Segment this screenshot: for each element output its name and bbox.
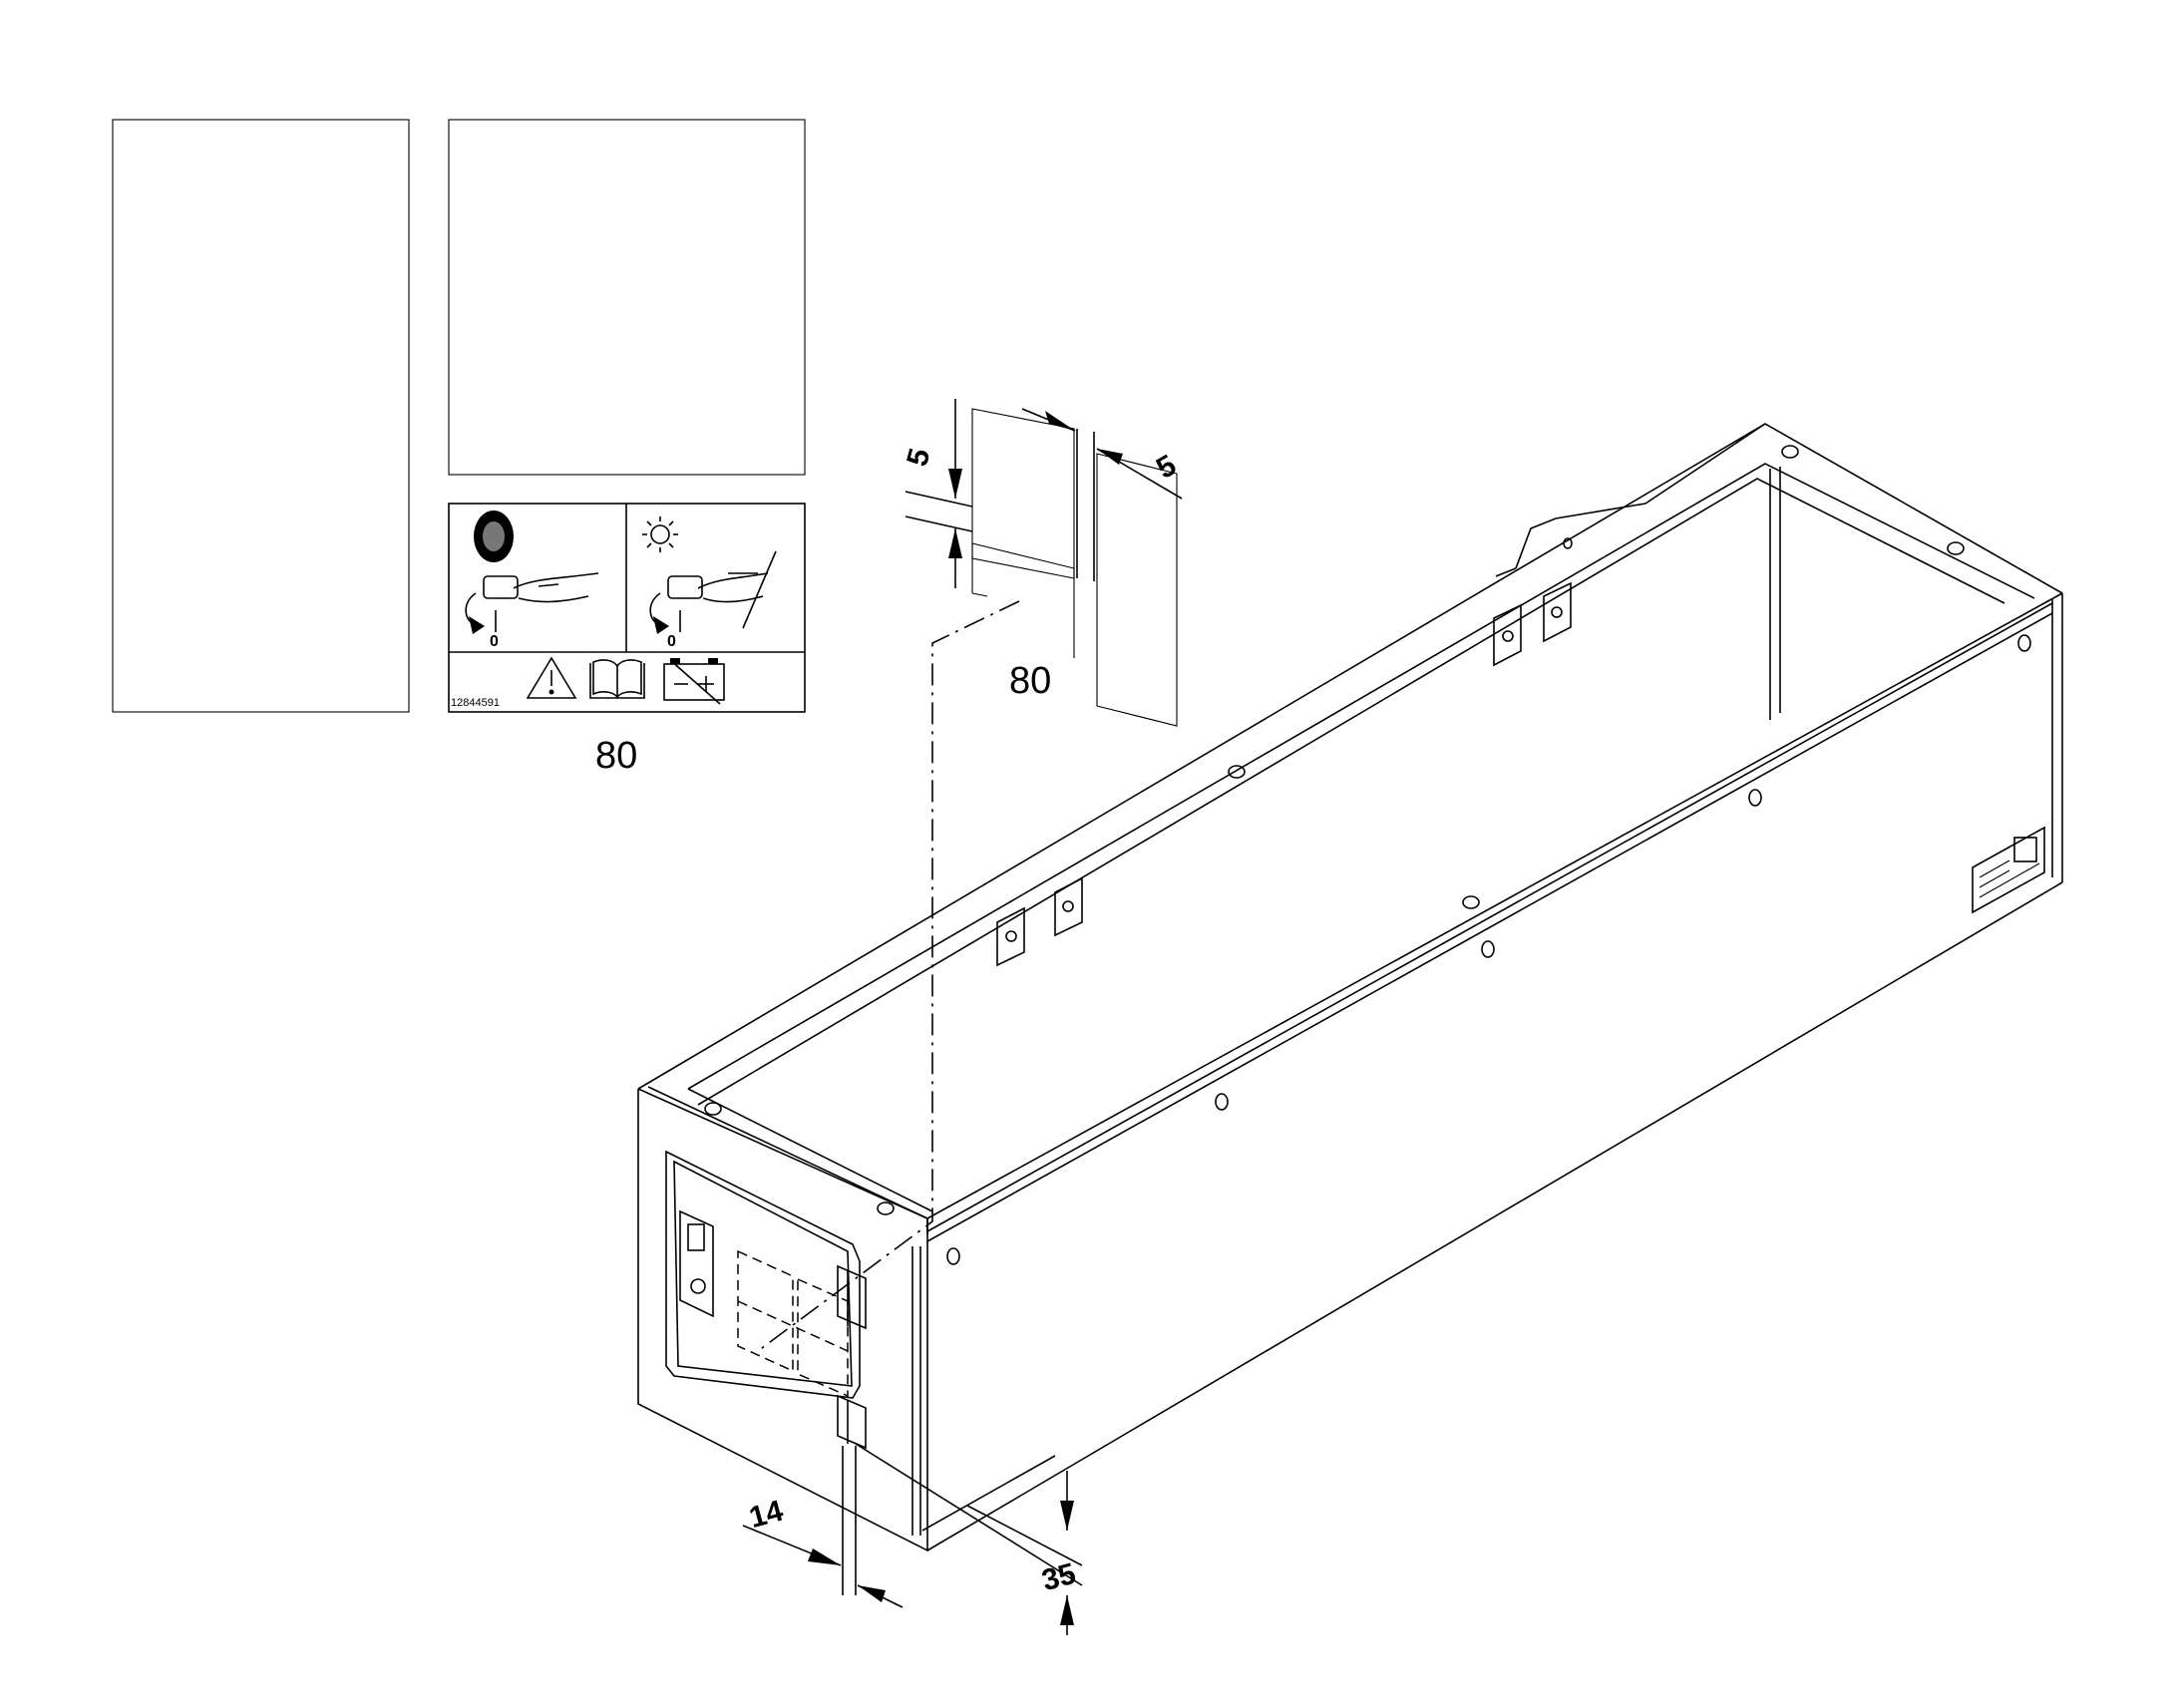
hand-turning-key-icon — [465, 572, 599, 634]
mounting-holes — [704, 445, 2031, 1265]
leader-line — [757, 600, 1020, 1352]
blank-decal-right — [448, 119, 806, 476]
part-number: 12844591 — [451, 697, 500, 709]
dim-hinge-offset: 14 — [746, 1495, 787, 1536]
open-book-icon — [589, 659, 645, 699]
cross-out-icon — [728, 550, 777, 629]
battery-disconnect-icon — [663, 658, 725, 705]
callout-decal: 80 — [595, 735, 637, 777]
mounting-brackets — [996, 581, 1572, 967]
dim-bottom-offset: 35 — [1038, 1557, 1079, 1598]
bottom-dimensions: 14 35 — [742, 1443, 1083, 1635]
warning-decal: 0 0 — [448, 503, 806, 713]
blank-decal-left — [112, 119, 410, 713]
emergency-stop-button-icon — [474, 511, 514, 562]
nameplate — [1972, 826, 2045, 914]
callout-position: 80 — [1009, 660, 1051, 702]
battery-box — [637, 423, 2063, 1552]
access-door — [665, 1150, 867, 1450]
lamp-icon — [642, 516, 678, 552]
lever-position-label-right: 0 — [667, 633, 676, 650]
hand-turning-key-icon-2 — [649, 572, 769, 634]
lever-position-label-left: 0 — [490, 633, 499, 650]
dim-top-edge-offset: 5 — [901, 445, 936, 470]
warning-triangle-icon — [526, 656, 577, 699]
